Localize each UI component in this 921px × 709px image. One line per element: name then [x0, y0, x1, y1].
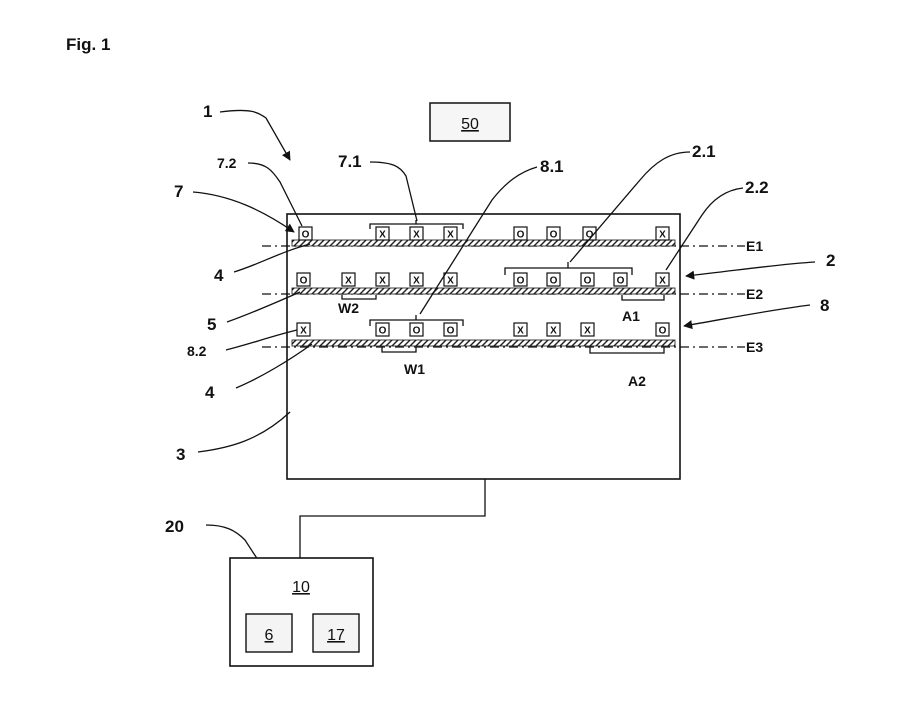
leader-2 [686, 262, 815, 276]
sub-box-17-label: 17 [327, 627, 345, 644]
layer-3 [292, 340, 675, 346]
label-7-2: 7.2 [217, 155, 237, 171]
figure-title: Fig. 1 [66, 35, 110, 54]
svg-text:O: O [447, 326, 455, 337]
leader-20 [206, 525, 258, 560]
svg-text:O: O [517, 230, 525, 241]
label-e3: E3 [746, 339, 763, 355]
svg-text:X: X [379, 276, 386, 287]
cell: X [656, 227, 669, 241]
unit-10: 10 6 17 [230, 558, 373, 666]
label-8: 8 [820, 296, 829, 315]
connection-line [300, 479, 485, 558]
box-50: 50 [430, 103, 510, 141]
cell: O [297, 273, 310, 287]
cell: O [547, 227, 560, 241]
label-1: 1 [203, 102, 212, 121]
svg-text:X: X [447, 276, 454, 287]
label-4-top: 4 [214, 266, 224, 285]
svg-text:X: X [345, 276, 352, 287]
leader-8 [684, 305, 810, 326]
svg-text:O: O [413, 326, 421, 337]
svg-text:O: O [517, 276, 525, 287]
svg-text:X: X [413, 230, 420, 241]
cell: O [514, 227, 527, 241]
svg-text:O: O [659, 326, 667, 337]
label-2-2: 2.2 [745, 178, 769, 197]
cell: X [547, 323, 560, 337]
svg-text:O: O [584, 276, 592, 287]
leader-7 [193, 192, 294, 232]
cell: X [376, 273, 389, 287]
cell: X [656, 273, 669, 287]
label-8-1: 8.1 [540, 157, 564, 176]
unit-10-label: 10 [292, 579, 310, 596]
cell: X [444, 227, 457, 241]
label-a1: A1 [622, 308, 640, 324]
svg-text:X: X [517, 326, 524, 337]
svg-text:O: O [617, 276, 625, 287]
cell: X [342, 273, 355, 287]
cell: O [299, 227, 312, 241]
label-2: 2 [826, 251, 835, 270]
label-8-2: 8.2 [187, 343, 207, 359]
label-4-bottom: 4 [205, 383, 215, 402]
cell: X [581, 323, 594, 337]
cell: O [444, 323, 457, 337]
cell: O [514, 273, 527, 287]
label-3: 3 [176, 445, 185, 464]
svg-text:O: O [302, 230, 310, 241]
svg-text:X: X [447, 230, 454, 241]
label-w1: W1 [404, 361, 425, 377]
label-e2: E2 [746, 286, 763, 302]
label-5: 5 [207, 315, 216, 334]
cell: X [410, 273, 423, 287]
svg-text:O: O [550, 230, 558, 241]
layer-1 [292, 240, 675, 246]
leader-1 [220, 110, 290, 160]
cell: X [514, 323, 527, 337]
cell: O [376, 323, 389, 337]
cell: X [444, 273, 457, 287]
box-50-label: 50 [461, 116, 479, 133]
svg-text:X: X [413, 276, 420, 287]
svg-text:O: O [300, 276, 308, 287]
leader-3 [198, 412, 290, 452]
leader-7-1 [370, 162, 417, 221]
label-e1: E1 [746, 238, 763, 254]
svg-text:X: X [659, 230, 666, 241]
svg-text:X: X [550, 326, 557, 337]
cell: O [614, 273, 627, 287]
label-a2: A2 [628, 373, 646, 389]
svg-text:X: X [379, 230, 386, 241]
cell: O [547, 273, 560, 287]
sub-box-6-label: 6 [265, 627, 274, 644]
label-2-1: 2.1 [692, 142, 716, 161]
label-7-1: 7.1 [338, 152, 362, 171]
svg-text:O: O [550, 276, 558, 287]
cell: O [656, 323, 669, 337]
cell: X [410, 227, 423, 241]
label-w2: W2 [338, 300, 359, 316]
cell: O [410, 323, 423, 337]
cell: X [376, 227, 389, 241]
svg-text:X: X [584, 326, 591, 337]
svg-text:X: X [659, 276, 666, 287]
layer-2 [292, 288, 675, 294]
cell: X [297, 323, 310, 337]
label-20: 20 [165, 517, 184, 536]
cell: O [581, 273, 594, 287]
label-7: 7 [174, 182, 183, 201]
svg-text:X: X [300, 326, 307, 337]
svg-text:O: O [379, 326, 387, 337]
